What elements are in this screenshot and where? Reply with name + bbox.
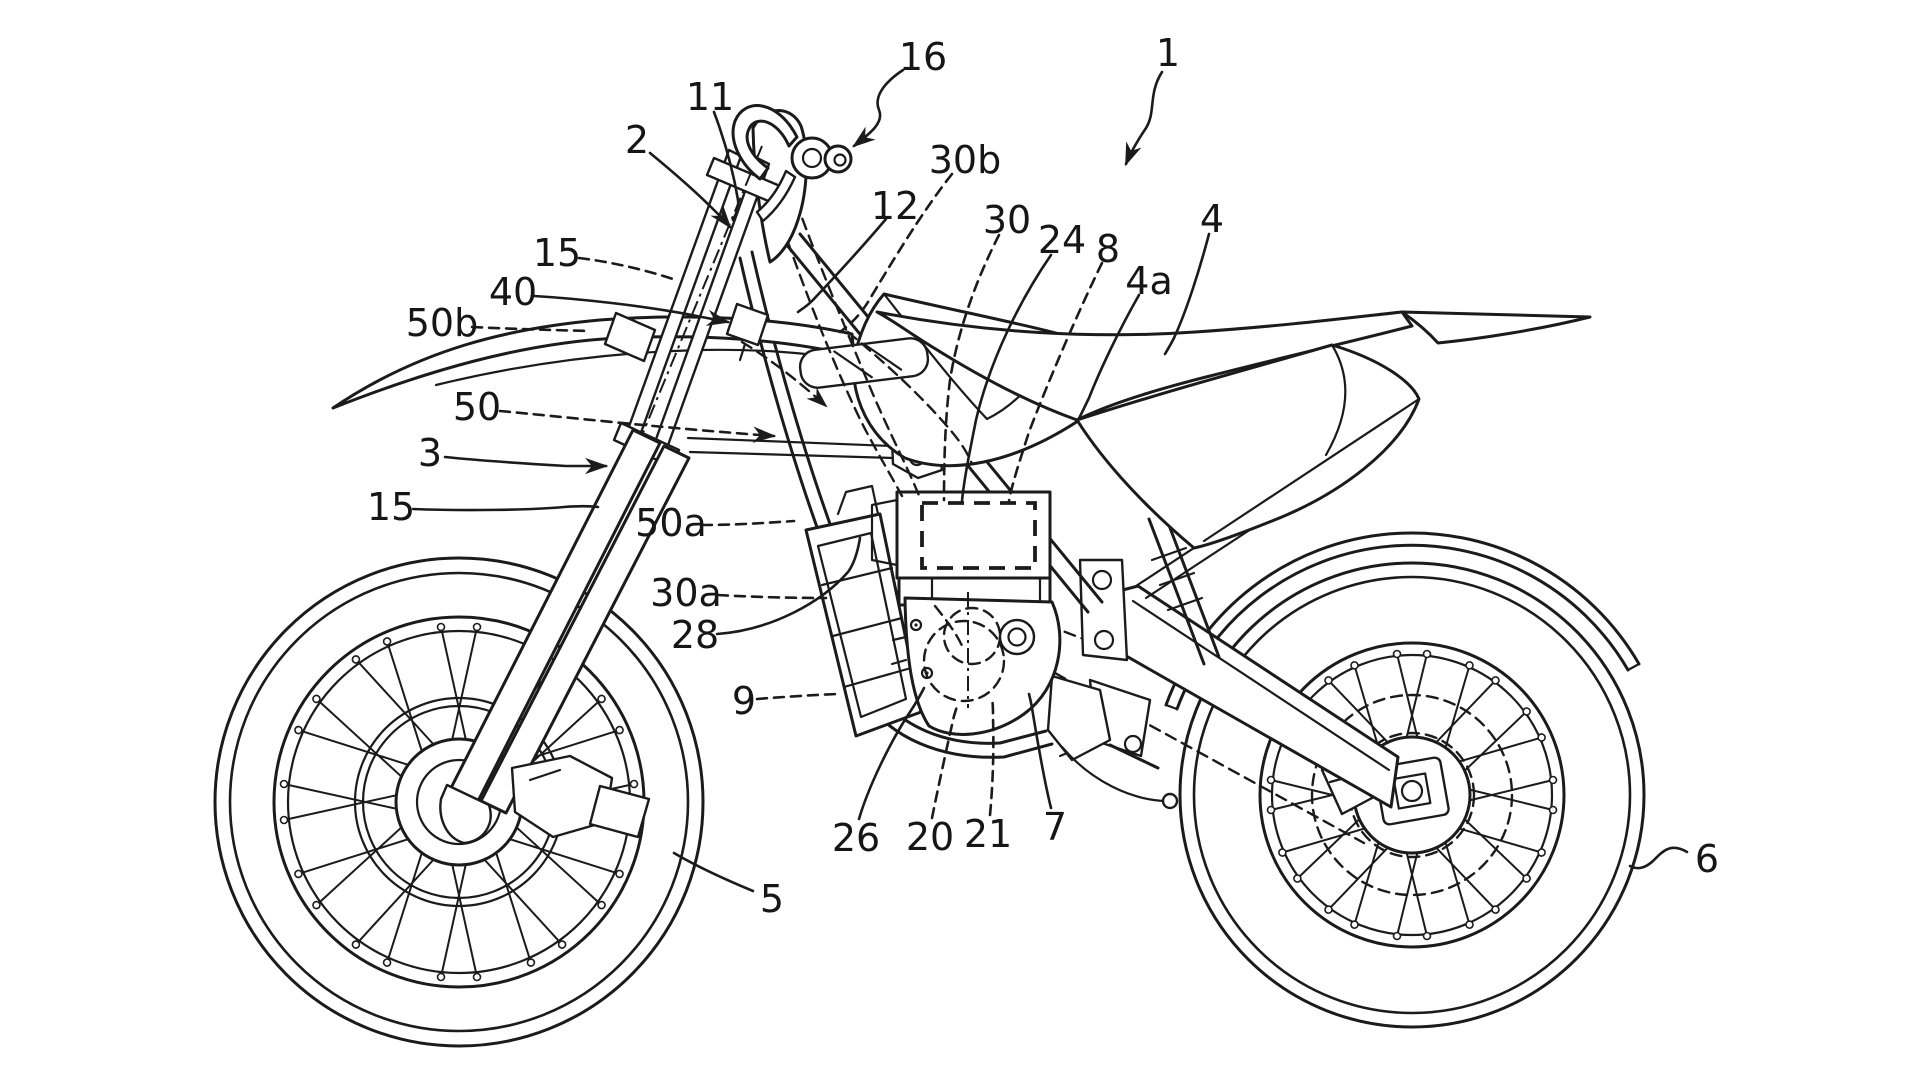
leader-line-50 [498,409,777,443]
ref-label-15-11: 15 [533,231,581,275]
brake-lever [755,169,797,223]
ref-label-4a-9: 4a [1125,259,1172,303]
leader-line-21 [988,697,995,817]
leader-line-30a [716,593,828,600]
leader-line-20 [930,700,960,820]
ref-label-4-10: 4 [1200,197,1224,241]
battery-hidden-outline [920,501,1037,570]
pivot-plate [1078,558,1129,662]
leader-line-7 [1027,692,1053,810]
ref-label-5-25: 5 [760,877,784,921]
leader-line-11 [712,110,740,222]
leader-line-15 [577,256,678,282]
leader-line-5 [672,851,755,893]
footpeg-bracket [1046,674,1112,762]
ref-label-12-4: 12 [871,184,919,228]
ref-label-40-12: 40 [489,270,537,314]
ref-label-11-3: 11 [686,75,734,119]
rear-sprocket [1348,731,1476,859]
ref-label-8-8: 8 [1096,227,1120,271]
bar-end [823,144,853,174]
leader-line-30b [838,172,954,334]
leader-line-16 [852,68,905,148]
motor-hidden-circle-2 [922,619,1006,703]
leader-line-40 [532,294,731,326]
leader-line-30 [942,233,1001,502]
ref-label-30-6: 30 [983,198,1031,242]
ref-label-1-1: 1 [1156,31,1180,75]
ref-label-26-21: 26 [832,816,880,860]
ref-label-15-16: 15 [367,485,415,529]
ref-label-50a-17: 50a [635,501,707,545]
leader-line-24 [960,253,1053,503]
handlebar-assembly [731,104,853,223]
airflow-arrow [740,340,828,408]
rear-brake-disc [1310,693,1514,897]
leader-line-8 [1007,261,1104,503]
ref-label-7-24: 7 [1043,805,1067,849]
air-duct [686,436,895,460]
leader-line-6 [1628,846,1689,870]
leader-line-2 [648,151,732,229]
fork-leg-front [449,428,662,803]
leader-line-9 [755,692,840,701]
fork-guard [603,311,657,363]
ref-label-21-23: 21 [964,812,1012,856]
ref-label-24-7: 24 [1038,218,1086,262]
ref-label-50-14: 50 [453,385,501,429]
sensor-unit-40 [725,302,770,347]
leader-line-50b [470,325,592,333]
leader-line-1 [1124,70,1164,167]
output-sprocket [998,618,1036,656]
rear-shock [1147,510,1221,666]
leader-line-26 [857,686,926,821]
ref-label-20-22: 20 [906,815,954,859]
rear-fender-tip [1400,310,1592,345]
ref-label-50b-13: 50b [406,301,478,345]
ref-label-2-2: 2 [625,118,649,162]
ref-label-30b-5: 30b [929,138,1001,182]
rear-wheel [1178,561,1646,1029]
rear-axle [1400,779,1424,803]
wiring-harness [740,183,974,652]
leader-line-12 [796,217,888,314]
ref-label-30a-18: 30a [650,571,722,615]
ref-label-6-26: 6 [1695,837,1719,881]
fork-leg-rear [479,444,691,815]
ref-label-28-19: 28 [671,613,719,657]
battery-assembly [870,490,1052,607]
leader-line-15 [411,504,600,512]
ref-label-16-0: 16 [899,35,947,79]
leader-line-28 [715,536,862,636]
ref-label-9-20: 9 [732,679,756,723]
leader-line-4 [1163,232,1211,356]
ref-label-3-15: 3 [418,431,442,475]
handlebar [731,104,799,181]
footpeg [1108,743,1160,770]
swingarm-assembly [1022,510,1400,845]
front-fork-assembly [439,109,808,845]
leader-line-3 [443,455,609,475]
side-cover [1075,343,1421,550]
radiator-louvers [820,566,913,689]
fork-shoe [439,783,492,845]
leader-line-50a [700,519,796,527]
motor-case [903,596,1062,736]
motor-assembly [890,592,1062,736]
leader-line-4a [1076,293,1141,422]
rear-inner-fender [1164,531,1641,711]
brake-pedal [1060,745,1168,803]
steering-axis [639,145,763,441]
